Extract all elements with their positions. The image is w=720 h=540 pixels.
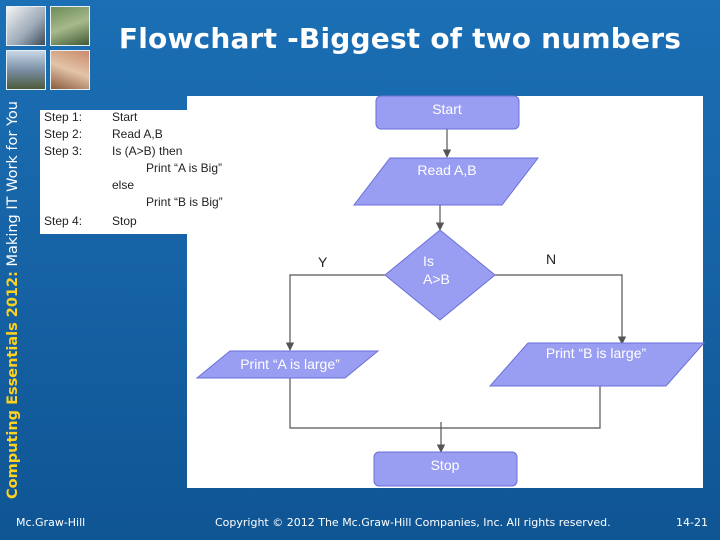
step-text: Start [112, 110, 138, 124]
start-label: Start [432, 101, 462, 117]
step-text: Print “B is Big” [146, 195, 223, 209]
yes-branch-label: Y [318, 254, 328, 270]
connector-yes-branch [285, 274, 385, 351]
photo-thumbnail [6, 50, 46, 90]
decision-diamond [384, 229, 496, 321]
decision-label-line2: A>B [423, 271, 450, 287]
connector-no-branch [495, 274, 627, 345]
step-text: else [112, 178, 135, 192]
algorithm-steps: Step 1: Start Step 2: Read A,B Step 3: I… [40, 110, 236, 234]
step-text: Is (A>B) then [112, 144, 183, 158]
connector-print-b-merge [441, 386, 601, 429]
connector-print-a-merge [289, 378, 441, 429]
footer-page-number: 14-21 [676, 516, 708, 529]
print-a-shape [195, 350, 380, 379]
print-b-label: Print “B is large” [546, 345, 647, 361]
stop-label: Stop [431, 457, 460, 473]
footer-publisher: Mc.Graw-Hill [16, 516, 86, 529]
read-label: Read A,B [417, 162, 476, 178]
stop-terminal [373, 451, 518, 487]
step-number: Step 1: [44, 110, 83, 124]
flowchart-connectors [285, 129, 627, 453]
no-branch-label: N [546, 251, 556, 267]
photo-thumbnail [50, 6, 90, 46]
start-terminal [375, 95, 520, 130]
header-photo-thumbnails [6, 6, 92, 92]
step-text: Print “A is Big” [146, 161, 223, 175]
step-text: Read A,B [112, 127, 163, 141]
step-number: Step 4: [44, 214, 83, 228]
read-input-shape [352, 157, 540, 206]
decision-label-line1: Is [423, 253, 434, 269]
page-title: Flowchart -Biggest of two numbers [118, 22, 682, 55]
photo-thumbnail [50, 50, 90, 90]
step-number: Step 2: [44, 127, 83, 141]
print-a-label: Print “A is large” [240, 356, 340, 372]
print-b-shape [488, 342, 706, 387]
step-number: Step 3: [44, 144, 83, 158]
photo-thumbnail [6, 6, 46, 46]
step-text: Stop [112, 214, 137, 228]
footer-copyright: Copyright © 2012 The Mc.Graw-Hill Compan… [215, 516, 611, 529]
